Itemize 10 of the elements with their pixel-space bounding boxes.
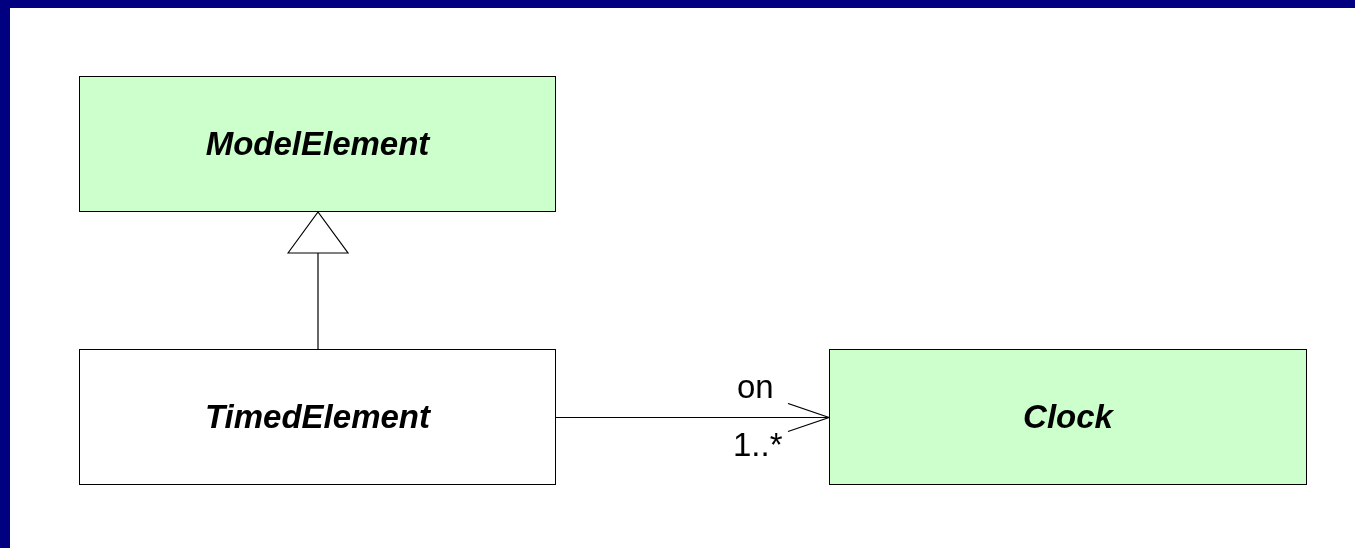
class-name: TimedElement: [205, 397, 430, 438]
role-label: on: [737, 370, 774, 403]
class-name: Clock: [1023, 397, 1113, 438]
generalization-arrow: [287, 211, 349, 350]
multiplicity-label: 1..*: [733, 428, 783, 461]
association-arrow: [555, 402, 830, 433]
class-box: [79, 76, 556, 212]
class-name: ModelElement: [205, 124, 430, 165]
class-box: [829, 349, 1307, 485]
class-box: [79, 349, 556, 485]
